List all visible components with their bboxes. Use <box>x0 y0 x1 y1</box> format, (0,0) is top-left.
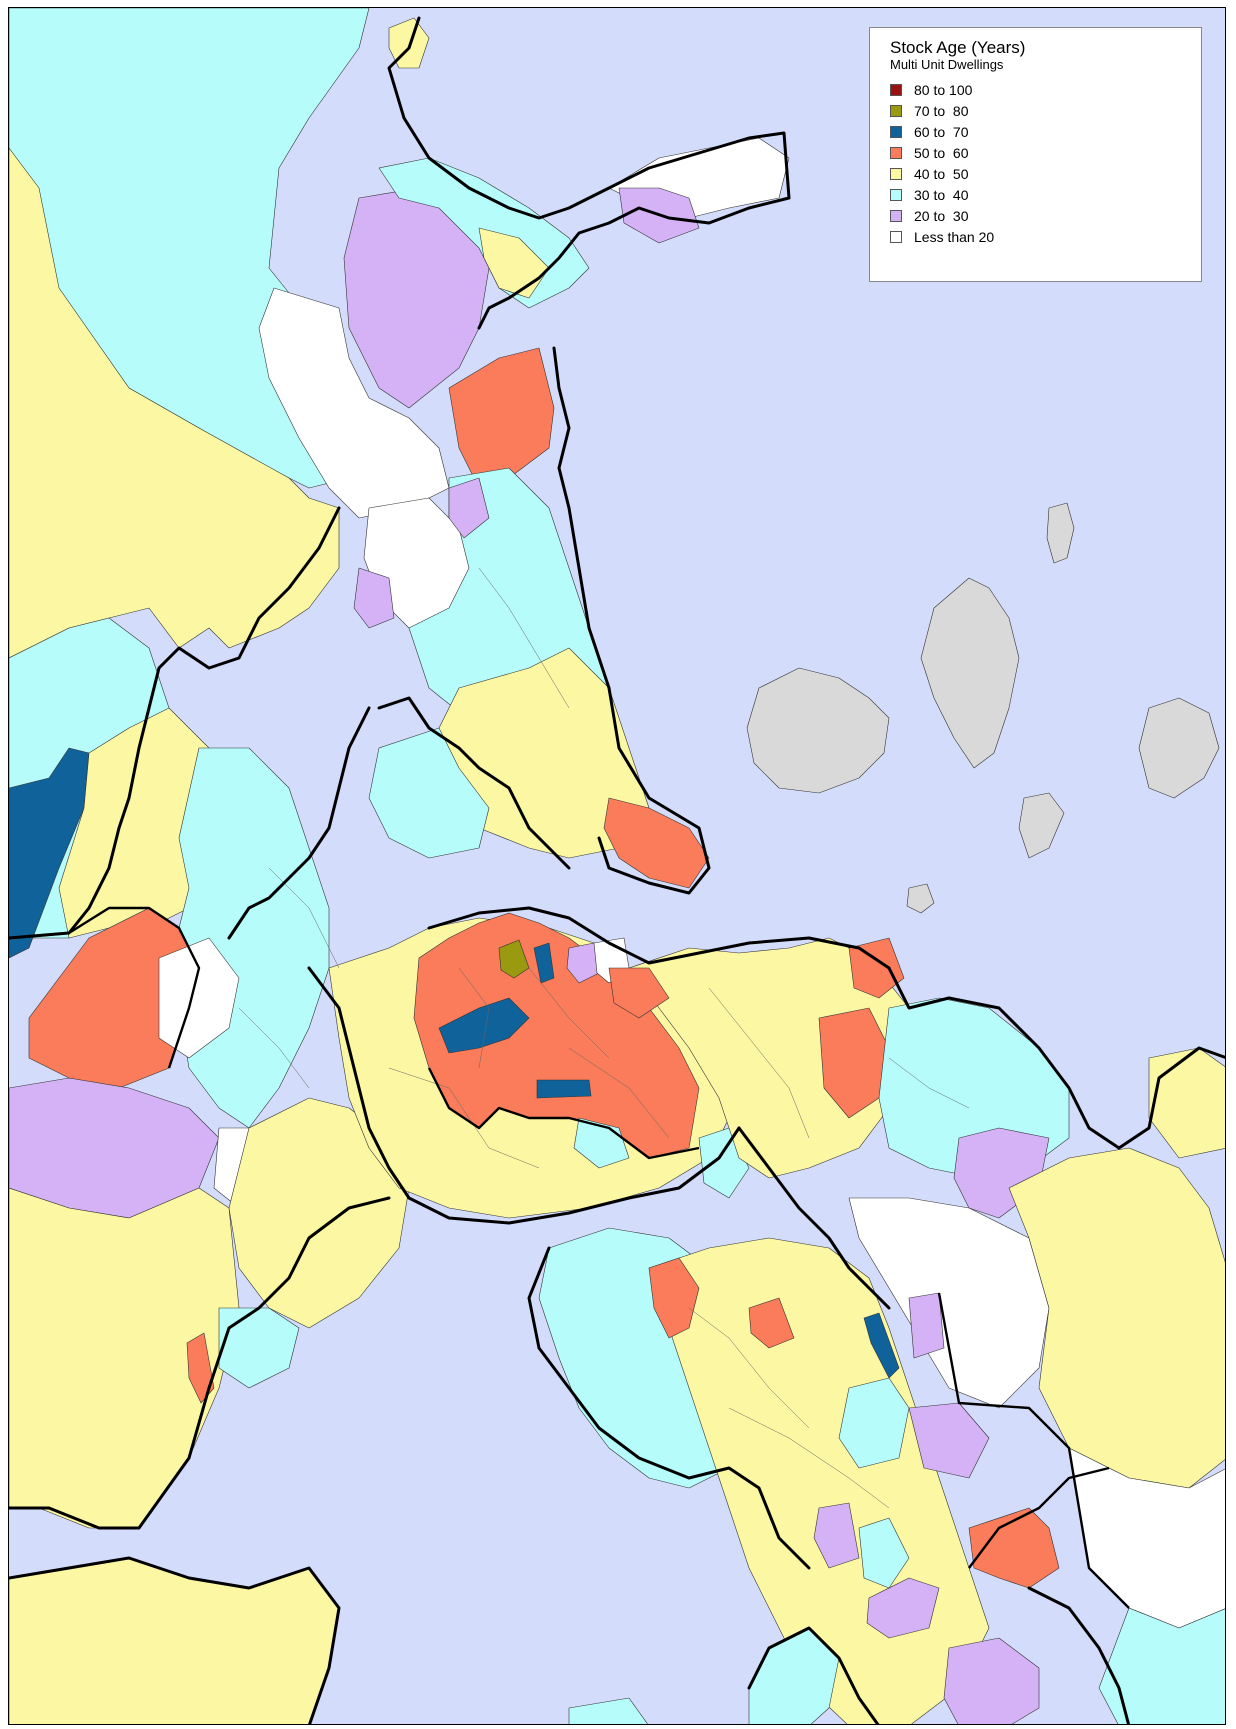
region-north-orange <box>448 347 555 489</box>
island-small-3 <box>1138 697 1220 799</box>
region-east-white <box>848 1197 1050 1409</box>
region-south-bottom-cyan-2 <box>568 1697 648 1724</box>
legend-row: 60 to 70 <box>890 121 1181 142</box>
coastline-harbour-south <box>307 906 891 1225</box>
region-isthmus-blue-1 <box>438 997 530 1054</box>
legend-swatch <box>890 188 902 201</box>
legend-label: 30 to 40 <box>914 186 969 203</box>
legend-swatch <box>890 83 902 96</box>
coastline-north-shore-west <box>9 506 341 940</box>
legend-label: 70 to 80 <box>914 102 969 119</box>
region-isthmus-blue-2 <box>533 942 555 984</box>
region-east-coast-yellow <box>1148 1047 1225 1159</box>
legend-row: 80 to 100 <box>890 79 1181 100</box>
legend-label: 50 to 60 <box>914 144 969 161</box>
legend-label: 60 to 70 <box>914 123 969 140</box>
region-east-yellow-big <box>1008 1147 1225 1489</box>
region-south-purple-2 <box>908 1402 990 1479</box>
region-south-cyan-mid <box>838 1377 910 1589</box>
territorial-border-3 <box>937 1292 1130 1609</box>
legend-swatch <box>890 209 902 222</box>
territorial-border-4 <box>968 1466 1110 1569</box>
region-north-yellow-small <box>478 227 550 299</box>
legend-swatch <box>890 104 902 117</box>
coastline-east <box>887 966 1225 1150</box>
legend-title: Stock Age (Years) <box>890 38 1026 57</box>
legend-row: 70 to 80 <box>890 100 1181 121</box>
legend-row: Less than 20 <box>890 226 1181 247</box>
legend-row: 50 to 60 <box>890 142 1181 163</box>
territorial-border-2 <box>427 1067 700 1160</box>
island-waiheke <box>746 667 890 794</box>
coastline-north-shore-east <box>552 346 711 895</box>
region-north-top-yellow <box>388 17 430 69</box>
legend-subtitle: Multi Unit Dwellings <box>890 57 1004 72</box>
map-frame[interactable]: Stock Age (Years) Multi Unit Dwellings 8… <box>8 7 1226 1725</box>
legend-swatch <box>890 125 902 138</box>
region-south-purple-4 <box>866 1577 940 1639</box>
region-isthmus-olive <box>498 939 530 979</box>
region-east-orange-2 <box>848 937 905 999</box>
region-west-cyan-mid <box>178 747 330 1129</box>
region-south-purple-5 <box>943 1637 1040 1724</box>
coastline-southwest <box>9 1386 341 1724</box>
region-south-blue <box>863 1312 900 1379</box>
coastline-south-bottom <box>747 1586 1131 1724</box>
region-devonport-orange <box>603 797 710 889</box>
region-southeast-cyan <box>1098 1607 1225 1724</box>
region-isthmus-cyan-1 <box>573 1117 630 1169</box>
region-south-orange-1 <box>648 1257 700 1339</box>
coastline-manukau <box>207 1196 811 1570</box>
suburb-boundaries <box>238 567 970 1509</box>
legend-label: 20 to 30 <box>914 207 969 224</box>
legend-label: 80 to 100 <box>914 81 973 98</box>
legend-row: 30 to 40 <box>890 184 1181 205</box>
region-isthmus-blue-3 <box>536 1079 592 1099</box>
region-west-cyan-south <box>218 1307 300 1389</box>
legend-row: 40 to 50 <box>890 163 1181 184</box>
region-south-purple-3 <box>813 1502 860 1569</box>
island-small-2 <box>1018 792 1065 859</box>
region-sw-coast-yellow <box>9 1557 340 1724</box>
region-north-shore-cyan-south <box>368 727 490 859</box>
legend-swatch <box>890 230 902 243</box>
territorial-border-1 <box>9 906 201 1069</box>
region-north-shore-purple-mid <box>353 477 490 629</box>
region-south-orange-2 <box>748 1297 795 1349</box>
island-rangitoto <box>920 577 1020 769</box>
legend-row: 20 to 30 <box>890 205 1181 226</box>
legend-swatch <box>890 167 902 180</box>
coastline-harbour-north <box>227 696 571 940</box>
map-legend: Stock Age (Years) Multi Unit Dwellings 8… <box>869 27 1202 282</box>
coastline-tamaki <box>737 1126 891 1310</box>
legend-label: 40 to 50 <box>914 165 969 182</box>
region-isthmus-purple <box>566 942 600 984</box>
coastline-north <box>387 16 791 330</box>
region-east-orange-3 <box>608 967 670 1019</box>
island-small-4 <box>906 883 935 914</box>
legend-label: Less than 20 <box>914 228 995 245</box>
legend-swatch <box>890 146 902 159</box>
island-small-1 <box>1046 502 1075 564</box>
map-canvas[interactable] <box>9 8 1226 1725</box>
region-south-purple-1 <box>908 1292 945 1359</box>
region-west-yellow-inner <box>228 1097 410 1329</box>
